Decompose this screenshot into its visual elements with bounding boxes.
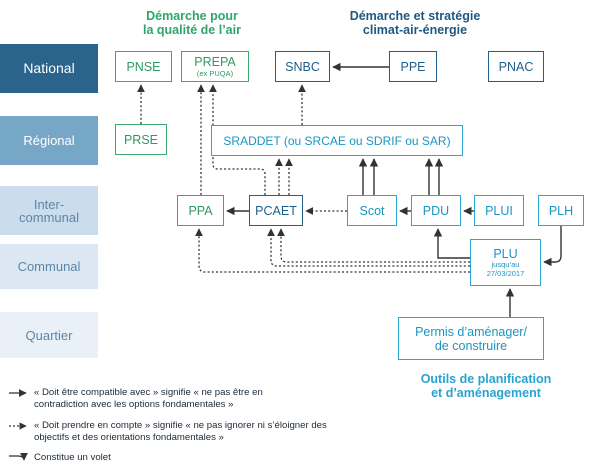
legend-symbols xyxy=(9,389,28,461)
node-pdu: PDU xyxy=(411,195,461,226)
node-permis: Permis d’aménager/ de construire xyxy=(398,317,544,360)
arrow-plu-to-pcaet-b xyxy=(277,228,470,263)
level-regional: Régional xyxy=(0,116,98,165)
level-intercommunal-label: Inter- communal xyxy=(19,196,79,225)
node-prepa-sublabel: (ex PUQA) xyxy=(196,69,234,78)
node-plu: PLU jusqu’au 27/03/2017 xyxy=(470,239,541,286)
level-communal: Communal xyxy=(0,244,98,289)
node-pcaet: PCAET xyxy=(249,195,303,226)
node-plui: PLUI xyxy=(474,195,524,226)
node-plu-label: PLU xyxy=(493,247,518,261)
level-intercommunal: Inter- communal xyxy=(0,186,98,235)
heading-air-quality: Démarche pour la qualité de l’air xyxy=(143,9,241,37)
legend-compatible-text: « Doit être compatible avec » signifie «… xyxy=(34,387,263,410)
node-ppe: PPE xyxy=(389,51,437,82)
node-ppa: PPA xyxy=(177,195,224,226)
legend-compatible: « Doit être compatible avec » signifie «… xyxy=(8,387,308,410)
node-pnac: PNAC xyxy=(488,51,544,82)
node-prse: PRSE xyxy=(115,124,167,155)
arrow-plu-to-pdu xyxy=(433,228,470,259)
legend-volet-text: Constitue un volet xyxy=(34,452,111,463)
legend-volet-arrow xyxy=(9,452,28,461)
node-sraddet: SRADDET (ou SRCAE ou SDRIF ou SAR) xyxy=(211,125,463,156)
node-plu-sublabel: jusqu’au 27/03/2017 xyxy=(486,260,525,278)
level-national: National xyxy=(0,44,98,93)
node-prepa-label: PREPA xyxy=(194,55,236,69)
legend-take-into-account: « Doit prendre en compte » signifie « ne… xyxy=(8,420,353,443)
arrow-plh-to-plu xyxy=(543,226,562,267)
node-plh: PLH xyxy=(538,195,584,226)
node-pnse: PNSE xyxy=(115,51,172,82)
node-prepa: PREPA (ex PUQA) xyxy=(181,51,249,82)
arrow-plu-to-pcaet-a xyxy=(267,228,470,267)
arrow-plu-to-ppa xyxy=(195,228,470,273)
heading-climate-strategy: Démarche et stratégie climat-air-énergie xyxy=(349,9,481,37)
legend-volet: Constitue un volet xyxy=(8,452,208,464)
legend-take-into-account-text: « Doit prendre en compte » signifie « ne… xyxy=(34,420,327,443)
arrow-pcaet-to-prepa xyxy=(209,84,266,195)
level-quartier: Quartier xyxy=(0,312,98,358)
heading-planning-tools: Outils de planification et d’aménagement xyxy=(420,372,552,400)
node-scot: Scot xyxy=(347,195,397,226)
node-snbc: SNBC xyxy=(275,51,330,82)
